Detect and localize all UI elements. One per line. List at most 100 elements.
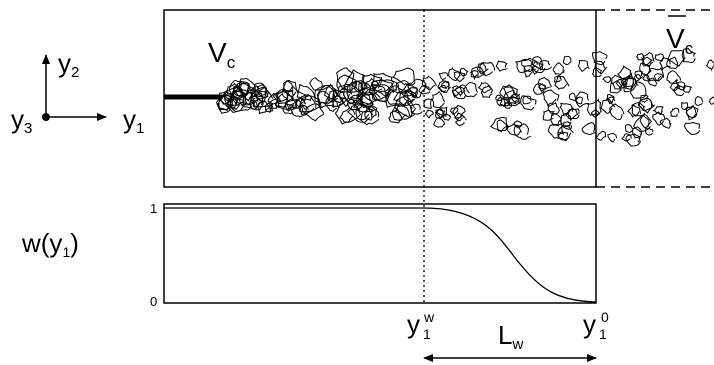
eddy: [269, 98, 280, 110]
vc-bar-label: Vc: [666, 23, 694, 58]
eddy: [358, 82, 372, 96]
eddy: [629, 81, 647, 99]
eddy: [542, 89, 560, 107]
eddy: [477, 81, 493, 94]
vc-label: Vc: [208, 37, 236, 72]
eddy: [421, 75, 438, 91]
eddy: [581, 122, 597, 136]
eddy: [632, 126, 642, 139]
eddy: [562, 121, 573, 130]
tick-label-one: 1: [150, 201, 157, 216]
eddy: [496, 119, 508, 132]
eddy: [640, 56, 654, 68]
eddy: [364, 77, 379, 90]
eddy: [542, 109, 556, 121]
eddy: [437, 84, 447, 93]
eddy: [685, 105, 699, 118]
eddy: [557, 126, 574, 142]
eddy: [502, 84, 521, 101]
eddy: [387, 85, 410, 107]
eddy: [653, 106, 664, 116]
eddy: [627, 103, 642, 118]
eddy: [622, 77, 639, 93]
eddy: [396, 80, 410, 95]
eddy: [255, 90, 266, 102]
eddy: [605, 94, 615, 103]
weight-function-curve: [164, 207, 597, 303]
eddy: [574, 96, 583, 105]
eddy: [407, 87, 419, 98]
eddy: [343, 69, 366, 93]
eddy: [455, 114, 467, 127]
eddy: [431, 90, 446, 108]
eddy: [418, 84, 431, 95]
eddy: [371, 72, 395, 94]
tick-label-zero: 0: [150, 294, 157, 309]
eddy: [513, 123, 531, 140]
eddy: [272, 88, 295, 105]
eddy: [624, 124, 634, 134]
eddy: [609, 103, 625, 120]
eddy: [547, 122, 565, 139]
eddy: [336, 67, 355, 92]
eddy: [552, 62, 565, 76]
eddy: [522, 95, 532, 105]
eddy: [251, 85, 274, 108]
eddy: [219, 90, 234, 105]
eddy: [506, 123, 522, 136]
eddy: [633, 114, 651, 133]
eddy: [353, 80, 368, 94]
eddy: [257, 100, 271, 115]
eddy: [537, 76, 552, 90]
eddy: [346, 96, 363, 111]
eddy: [231, 82, 256, 105]
eddy: [705, 59, 714, 72]
eddy: [477, 61, 489, 75]
eddy: [309, 77, 325, 91]
eddy: [615, 77, 628, 89]
eddy: [326, 89, 339, 103]
eddy: [669, 78, 681, 91]
eddy: [339, 107, 356, 123]
eddy: [639, 62, 652, 77]
eddy: [666, 70, 681, 85]
eddy: [633, 73, 641, 83]
eddy: [554, 76, 570, 90]
eddy: [625, 133, 641, 147]
eddy: [595, 130, 607, 141]
eddy: [479, 61, 496, 77]
eddy: [681, 102, 689, 111]
eddy: [495, 60, 508, 72]
eddy: [282, 80, 294, 93]
eddy: [559, 102, 573, 116]
eddy: [617, 65, 632, 80]
eddy: [284, 99, 298, 112]
eddy: [531, 61, 546, 74]
eddy: [360, 105, 380, 126]
eddy: [499, 98, 510, 108]
y1w-label: y: [407, 309, 420, 339]
eddy: [296, 83, 316, 102]
eddy: [238, 77, 258, 102]
eddy: [520, 95, 537, 111]
eddy: [523, 64, 534, 78]
eddy: [681, 48, 697, 64]
eddy: [591, 67, 602, 78]
eddy: [508, 96, 521, 107]
eddy: [550, 113, 562, 127]
y10-subscript: 1: [599, 326, 607, 342]
eddy: [577, 59, 590, 72]
eddy: [684, 121, 701, 135]
weight-function-label: w(y1): [21, 228, 79, 260]
eddy: [385, 88, 402, 108]
eddy: [454, 86, 466, 97]
eddy: [644, 127, 654, 136]
eddy: [336, 74, 358, 94]
eddy: [324, 97, 340, 112]
eddy: [538, 83, 547, 93]
eddy: [495, 94, 503, 102]
eddy: [489, 116, 509, 133]
coordinate-axes: y2 y1 y3: [11, 48, 144, 137]
eddy: [299, 95, 321, 113]
